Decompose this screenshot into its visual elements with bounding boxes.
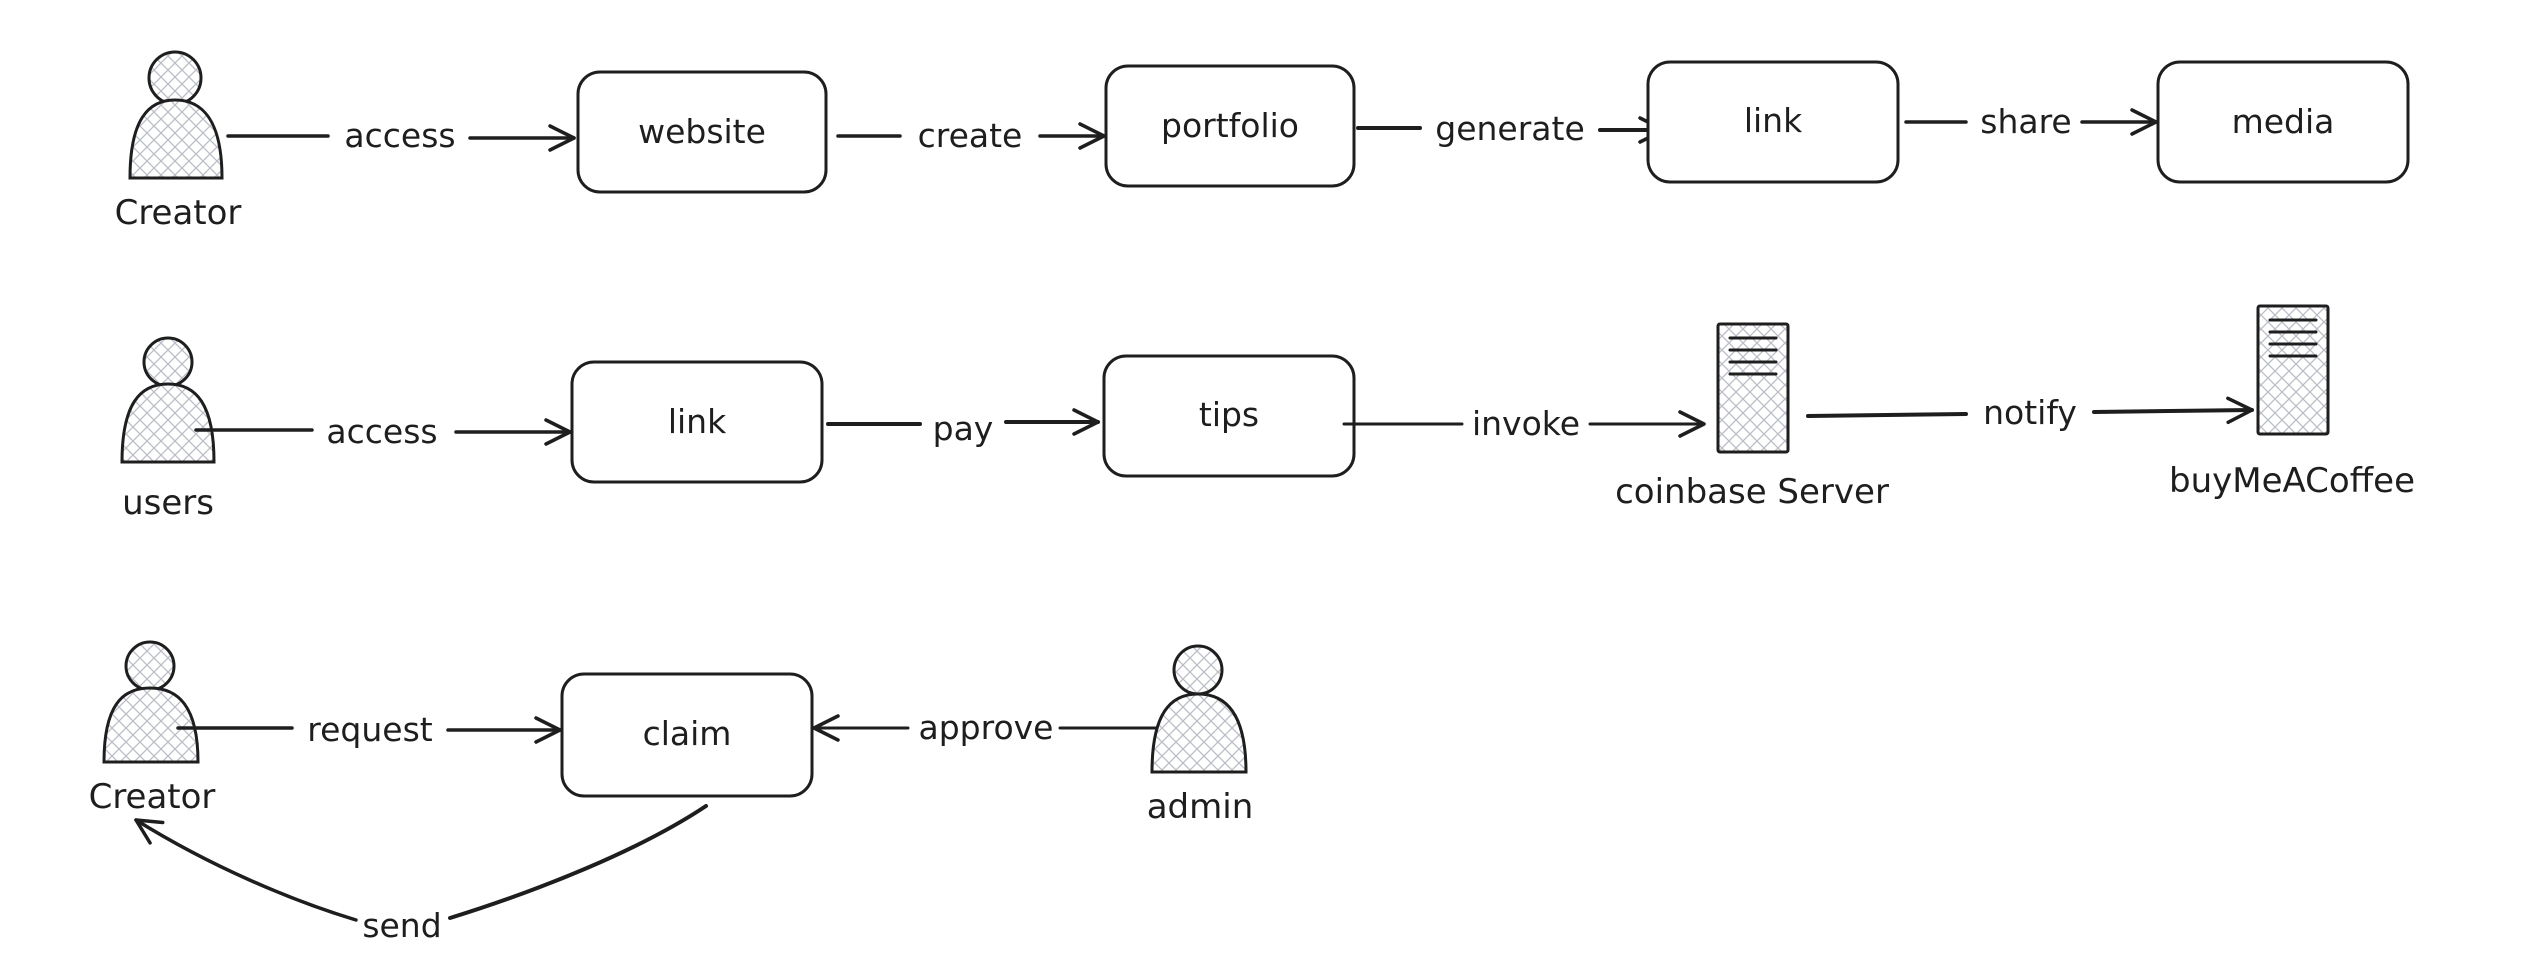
person-head (1172, 644, 1224, 696)
edge-label: access (344, 116, 455, 155)
edge-label: invoke (1472, 404, 1580, 443)
edge-notify: notify (1806, 393, 2254, 432)
actor-label: Creator (115, 193, 242, 233)
edge-label: create (918, 116, 1023, 155)
person-head (142, 336, 194, 388)
actor-label: Creator (89, 777, 216, 817)
edge-create: create (836, 116, 1106, 155)
person-head (124, 640, 176, 692)
edge-label: approve (919, 708, 1054, 747)
box-label: link (668, 402, 727, 441)
box-website: website (576, 70, 828, 194)
edge-label: generate (1435, 109, 1585, 148)
edge-label: send (362, 906, 441, 945)
actor-admin: admin (1147, 644, 1254, 827)
edge-label: share (1980, 102, 2071, 141)
edge-pay: pay (826, 408, 1100, 448)
server-buymeacoffee: buyMeACoffee (2169, 304, 2415, 501)
box-label: website (638, 112, 766, 151)
box-link-mid: link (570, 360, 824, 484)
box-claim: claim (560, 672, 814, 798)
edge-share: share (1904, 102, 2158, 141)
edge-approve: approve (812, 708, 1164, 747)
server-icon (2256, 304, 2330, 436)
person-body (1150, 692, 1248, 774)
edge-invoke: invoke (1342, 404, 1706, 443)
box-media: media (2156, 60, 2410, 184)
actor-users: users (120, 336, 216, 523)
edge-access-top: access (226, 116, 576, 155)
server-icon (1716, 322, 1790, 454)
person-head (147, 50, 203, 106)
person-body (128, 98, 224, 180)
edge-send: send (134, 804, 708, 945)
box-label: link (1744, 101, 1803, 140)
box-label: portfolio (1161, 106, 1299, 145)
box-label: claim (643, 714, 732, 753)
edge-label: pay (933, 409, 994, 448)
actor-label: users (122, 483, 214, 523)
actor-creator-top: Creator (115, 50, 242, 233)
actor-creator-bottom: Creator (89, 640, 216, 817)
server-label: coinbase Server (1615, 472, 1889, 512)
edge-access-mid: access (194, 412, 572, 451)
box-link-top: link (1646, 60, 1900, 184)
box-portfolio: portfolio (1104, 64, 1356, 188)
server-label: buyMeACoffee (2169, 461, 2415, 501)
edge-label: request (307, 710, 433, 749)
actor-label: admin (1147, 787, 1254, 827)
box-tips: tips (1102, 354, 1356, 478)
edge-label: access (326, 412, 437, 451)
edge-label: notify (1983, 393, 2077, 432)
server-coinbase: coinbase Server (1615, 322, 1889, 512)
edge-generate: generate (1356, 109, 1666, 148)
person-body (102, 686, 200, 764)
edge-request: request (176, 710, 562, 749)
person-body (120, 382, 216, 464)
box-label: media (2232, 102, 2335, 141)
box-label: tips (1199, 395, 1259, 434)
